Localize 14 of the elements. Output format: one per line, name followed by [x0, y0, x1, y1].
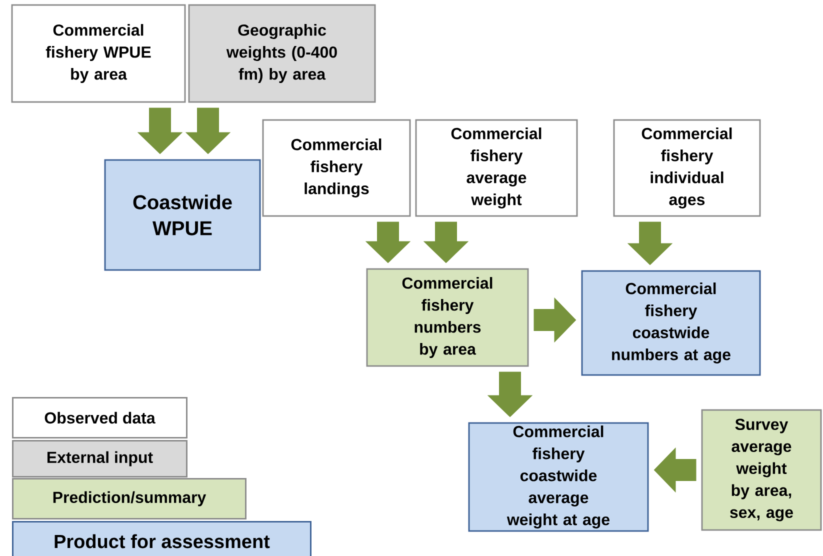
process-box: Commercial fishery WPUE by area — [11, 4, 186, 103]
legend-box: Prediction/summary — [12, 478, 246, 520]
process-box: Commercial fishery landings — [262, 119, 411, 217]
process-box: Commercial fishery coastwide average weight at age — [468, 422, 649, 532]
process-box: Survey average weight by area, sex, age — [701, 409, 822, 531]
process-box: Commercial fishery coastwide numbers at age — [581, 270, 761, 376]
process-box: Commercial fishery individual ages — [613, 119, 761, 217]
process-box: Commercial fishery numbers by area — [366, 268, 529, 367]
process-box: Coastwide WPUE — [104, 159, 261, 271]
legend-box: External input — [12, 440, 188, 478]
process-box: Geographic weights (0-400 fm) by area — [188, 4, 376, 103]
process-box: Commercial fishery average weight — [415, 119, 578, 217]
legend-box: Product for assessment — [12, 521, 312, 556]
legend-box: Observed data — [12, 397, 188, 438]
